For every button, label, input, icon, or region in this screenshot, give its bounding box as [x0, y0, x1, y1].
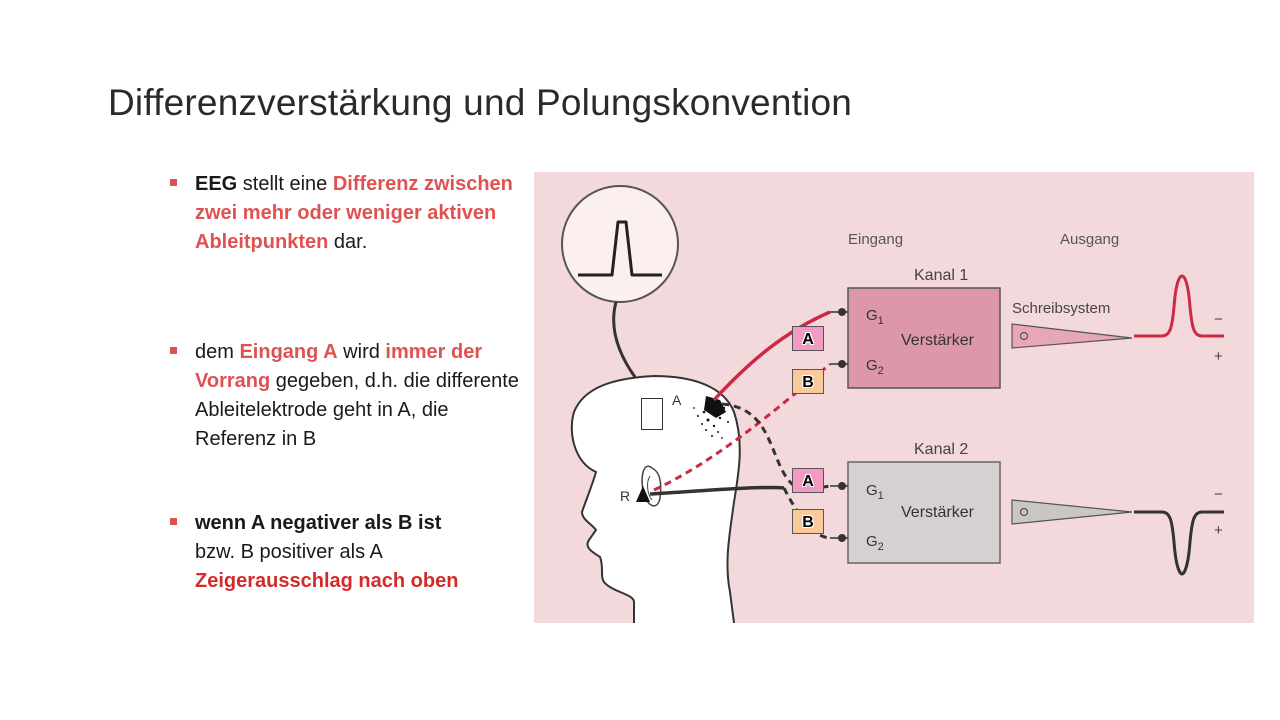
bullet-marker: [170, 518, 177, 525]
kanal2-g2-label: G2: [866, 533, 884, 553]
kanal1-verstaerker-label: Verstärker: [901, 332, 975, 349]
text-run: bzw. B positiver als A: [195, 541, 383, 563]
spike-waveform-icon: [578, 220, 662, 277]
kanal1-g1-label: G1: [866, 307, 884, 327]
kanal2-label: Kanal 2: [914, 441, 968, 458]
kanal1-input-b-badge: B: [792, 369, 824, 394]
bullet-marker: [170, 179, 177, 186]
text-run: dem: [195, 341, 240, 363]
kanal1-plus-label: +: [1214, 348, 1223, 365]
figure-svg: A R Eingang Ausgang Kanal 1 G1 G2 Verstä…: [534, 172, 1254, 623]
text-run: wird: [337, 341, 386, 363]
slide-title: Differenzverstärkung und Polungskonventi…: [108, 82, 853, 123]
kanal1-amplifier-box: [847, 287, 1001, 389]
kanal2-pen-pivot: [1019, 507, 1029, 517]
kanal1-input-a-badge: A: [792, 326, 824, 351]
electrode-a-label: A: [672, 392, 682, 408]
schreibsystem-label: Schreibsystem: [1012, 300, 1110, 317]
blank-placeholder-box: [641, 398, 663, 430]
kanal1-g2-terminal: [838, 360, 846, 368]
term-eeg: EEG: [195, 173, 238, 195]
kanal2-pen-stylus: [1011, 499, 1133, 525]
kanal1-label: Kanal 1: [914, 267, 968, 284]
kanal2-plus-label: +: [1214, 522, 1223, 539]
kanal2-g1-terminal: [838, 482, 846, 490]
electrode-a-marker: [704, 396, 726, 418]
term-vorrang: immer der Vorrang: [195, 341, 483, 392]
term-zeigerausschlag: Zeigerausschlag nach oben: [195, 570, 459, 592]
wire-a-to-kanal1-g1: [712, 310, 831, 402]
text-run: dar.: [328, 231, 368, 253]
term-differenz: Differenz zwischen zwei mehr oder wenige…: [195, 173, 513, 253]
wire-r-reference-line: [649, 485, 785, 496]
eingang-label: Eingang: [848, 231, 903, 248]
electrode-r-marker: [636, 486, 650, 502]
bullet-text: wenn A negativer als B ist bzw. B positiv…: [195, 509, 525, 596]
ear-icon: [641, 465, 662, 507]
ear-inner: [647, 475, 653, 501]
kanal1-pen-stylus: [1011, 323, 1133, 349]
kanal1-g1-terminal: [838, 308, 846, 316]
bullet-text: EEG stellt eine Differenz zwischen zwei …: [195, 170, 525, 257]
text-run: gegeben, d.h. die differente Ableitelekt…: [195, 370, 519, 450]
head-silhouette: [570, 374, 741, 623]
kanal2-g2-terminal: [838, 534, 846, 542]
magnifier-circle: [561, 185, 679, 303]
kanal2-output-waveform: [1134, 510, 1224, 576]
bullet-marker: [170, 347, 177, 354]
kanal2-verstaerker-label: Verstärker: [901, 504, 975, 521]
ausgang-label: Ausgang: [1060, 231, 1119, 248]
kanal1-pen-pivot: [1019, 331, 1029, 341]
kanal2-amplifier-box: [847, 461, 1001, 564]
kanal1-g2-label: G2: [866, 357, 884, 377]
term-eingang-a: Eingang A: [239, 341, 338, 363]
text-run: stellt eine: [237, 173, 333, 195]
term-a-negativer: wenn A negativer als B ist: [195, 512, 442, 534]
bullet-text: dem Eingang A wird immer der Vorrang geg…: [195, 338, 525, 454]
kanal1-output-waveform: [1134, 274, 1224, 338]
kanal2-g1-label: G1: [866, 482, 884, 502]
eeg-amplifier-figure: A R Eingang Ausgang Kanal 1 G1 G2 Verstä…: [534, 172, 1254, 623]
kanal1-minus-label: −: [1214, 311, 1223, 328]
kanal2-input-b-badge: B: [792, 509, 824, 534]
kanal2-input-a-badge: A: [792, 468, 824, 493]
wire-r-to-kanal1-g2: [653, 362, 831, 492]
electrode-r-label: R: [620, 488, 630, 504]
kanal2-minus-label: −: [1214, 486, 1223, 503]
